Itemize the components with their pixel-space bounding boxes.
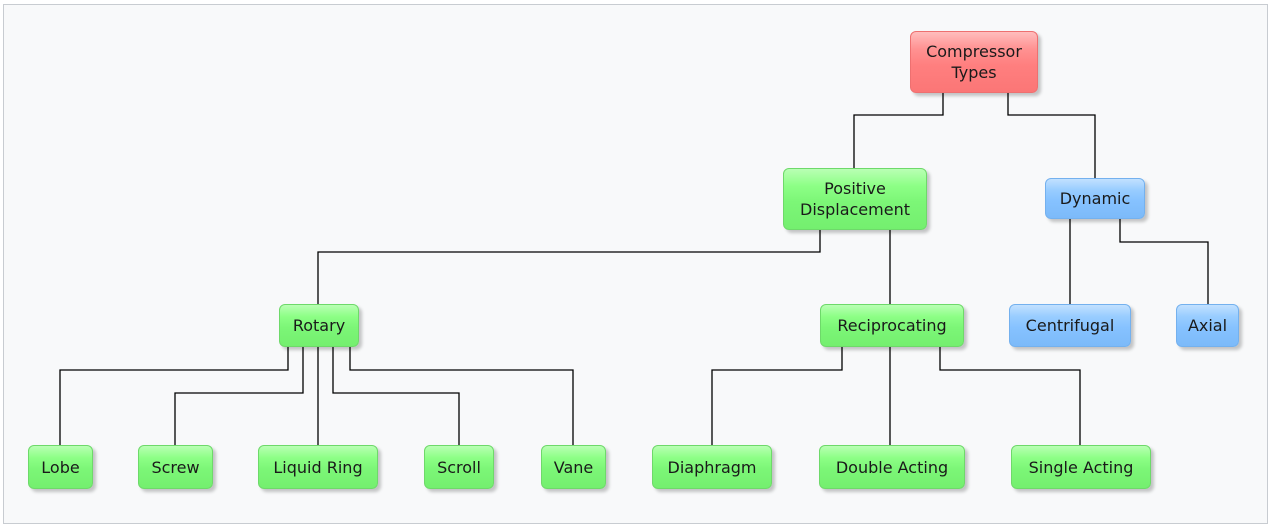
node-screw: Screw	[138, 445, 213, 489]
edge-root-dynamic	[1007, 93, 1096, 178]
node-positive-displacement: Positive Displacement	[783, 168, 927, 230]
node-label: Reciprocating	[837, 316, 947, 335]
node-label: Diaphragm	[667, 457, 757, 477]
node-label: Centrifugal	[1025, 316, 1115, 335]
node-centrifugal: Centrifugal	[1009, 304, 1131, 347]
node-label: Axial	[1187, 316, 1228, 335]
node-label: Scroll	[437, 457, 481, 477]
edge-rotary-scroll	[332, 347, 460, 445]
edge-reciprocating-diaphragm	[711, 347, 843, 445]
edge-rotary-vane	[349, 347, 574, 445]
node-double-acting: Double Acting	[819, 445, 965, 489]
edge-rotary-lobe	[59, 347, 289, 445]
node-compressor-types: Compressor Types	[910, 31, 1038, 93]
node-axial: Axial	[1176, 304, 1239, 347]
node-label: Screw	[151, 457, 200, 477]
node-liquid-ring: Liquid Ring	[258, 445, 378, 489]
node-rotary: Rotary	[279, 304, 359, 347]
edge-dynamic-axial	[1119, 219, 1209, 304]
node-diaphragm: Diaphragm	[652, 445, 772, 489]
node-label: Double Acting	[835, 457, 949, 477]
edge-reciprocating-single-acting	[939, 347, 1081, 445]
node-label: Rotary	[292, 316, 346, 335]
node-label: Single Acting	[1028, 457, 1134, 477]
node-lobe: Lobe	[28, 445, 93, 489]
node-label: Positive Displacement	[800, 179, 910, 219]
node-label: Liquid Ring	[273, 457, 363, 477]
edge-root-positive	[853, 93, 944, 168]
node-label: Vane	[553, 457, 594, 477]
edge-rotary-screw	[174, 347, 304, 445]
node-label: Compressor Types	[926, 42, 1022, 82]
node-scroll: Scroll	[424, 445, 494, 489]
node-label: Dynamic	[1059, 189, 1131, 208]
node-reciprocating: Reciprocating	[820, 304, 964, 347]
node-label: Lobe	[41, 457, 80, 477]
node-vane: Vane	[541, 445, 606, 489]
node-dynamic: Dynamic	[1045, 178, 1145, 219]
edge-positive-rotary	[317, 230, 821, 304]
node-single-acting: Single Acting	[1011, 445, 1151, 489]
diagram-frame	[3, 4, 1268, 524]
